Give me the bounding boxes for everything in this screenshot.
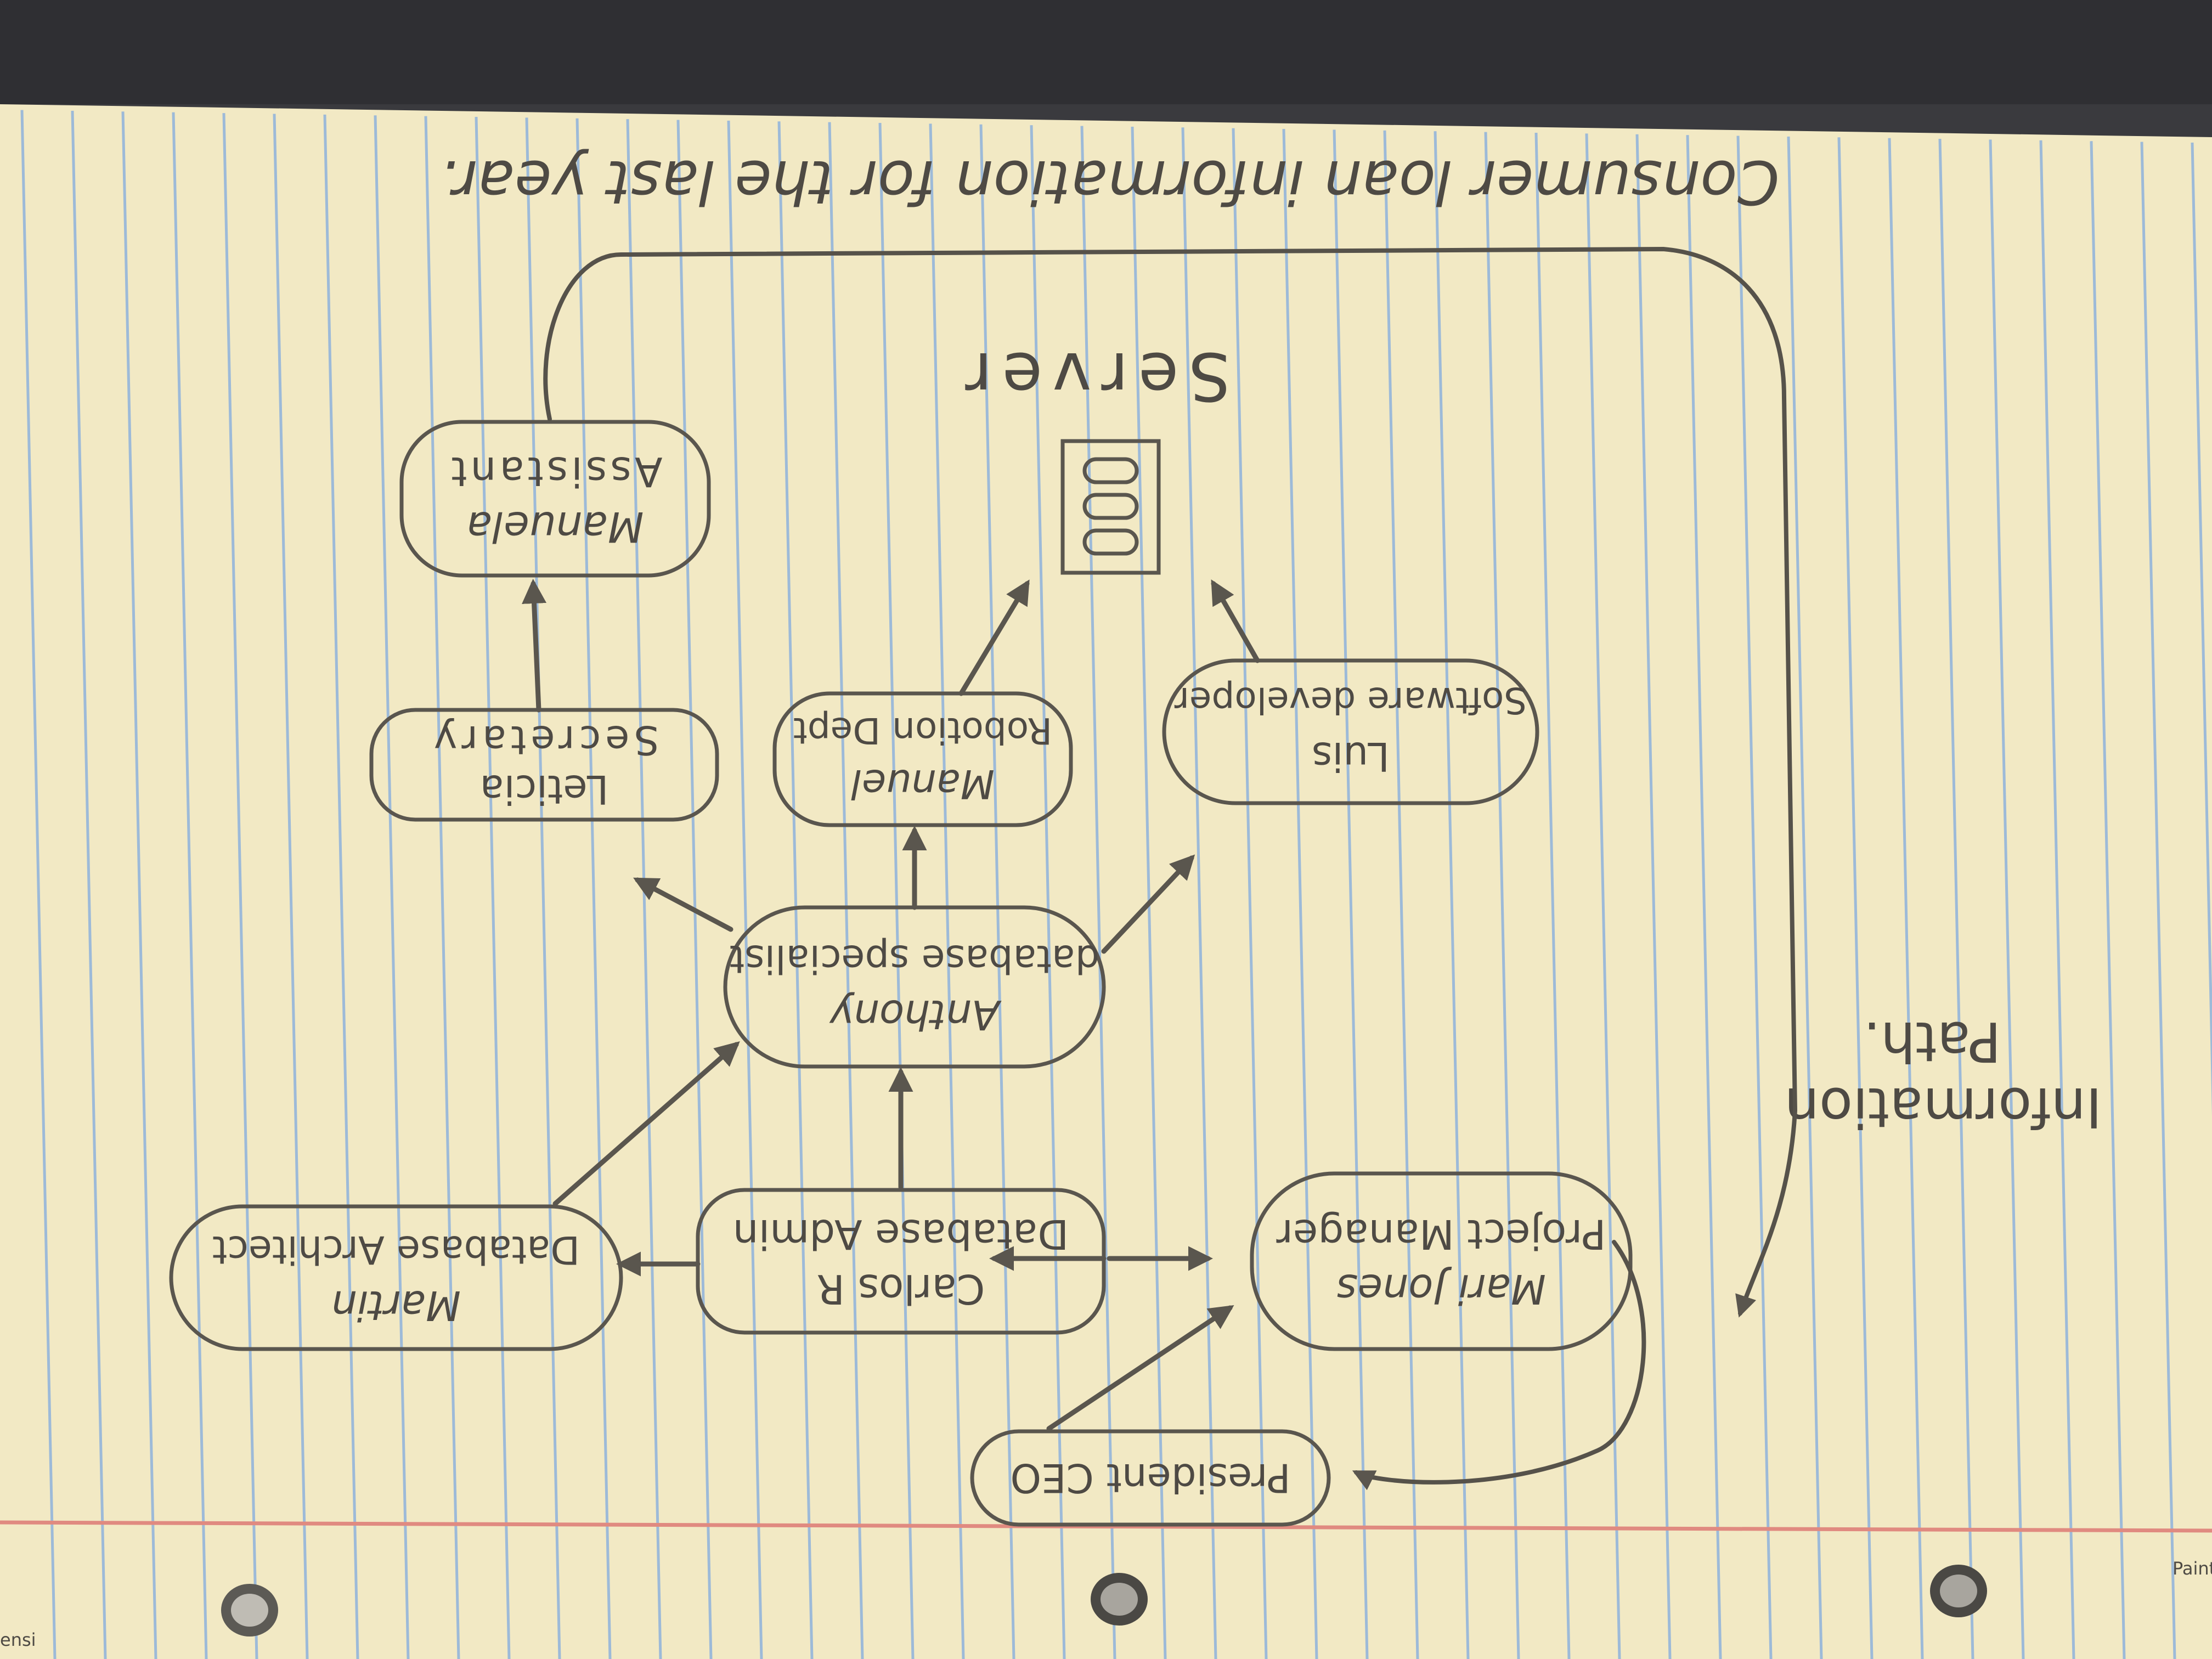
rule-line [475,116,511,1659]
node-spec-line2: database specialist [730,936,1099,981]
node-rob-line2: Robotion Dept [793,709,1052,752]
rule-line [1434,131,1470,1659]
rule-line [575,118,612,1659]
node-asst-line2: Assistant [448,448,662,495]
node-spec-line1: Anthony [829,991,1002,1038]
rule-line [1383,130,1419,1659]
rule-line [1282,129,1318,1659]
rule-line [1585,133,1621,1659]
paper-sheet [0,104,2212,1659]
node-arch-line1: Martin [331,1282,461,1329]
rule-line [121,111,157,1659]
rule-line [2039,140,2075,1659]
node-robotion-dept: Manuel Robotion Dept [772,691,1073,827]
rule-line [828,122,864,1659]
rule-line [777,121,814,1659]
node-database-specialist: Anthony database specialist [723,905,1106,1069]
node-software-developer: Luis Software developer [1162,658,1539,805]
rule-line [1989,139,2025,1659]
rule-line [1635,134,1672,1659]
node-pm-line2: Project Manager [1276,1210,1606,1257]
rule-line [878,123,915,1659]
rule-line [71,110,107,1659]
arrow-developer-to-server [1211,579,1260,663]
node-project-manager: Mari Jones Project Manager [1250,1171,1633,1351]
upside-down-sketch: Consumer loan information for the last y… [169,147,2102,1527]
server-label: Server [955,337,1231,414]
rule-line [1787,136,1823,1659]
rule-line [273,114,309,1659]
node-sec-line2: Secretary [430,717,659,763]
rule-line [929,123,965,1659]
rule-line [1181,127,1217,1659]
rule-line [172,112,208,1659]
rule-line [1686,135,1722,1659]
rule-line [20,110,57,1659]
side-note-line1: Information [1785,1075,2102,1139]
rule-line [1534,132,1571,1659]
rule-line [676,120,713,1659]
arrow-robotion-to-server [958,579,1030,696]
arrow-secretary-to-assistant [522,579,547,713]
rule-line [2140,142,2176,1659]
ruled-lines [20,110,2212,1659]
side-note-line2: Path. [1863,1009,2001,1074]
rule-line [1232,128,1268,1659]
arrow-specialist-to-developer [1101,854,1195,954]
edge-text-left: ensi [0,1629,36,1650]
rule-line [1484,132,1520,1659]
node-arch-line2: Database Architect [212,1227,580,1272]
node-asst-line1: Manuela [467,503,644,551]
edge-text-right: Paint [2172,1558,2212,1579]
sketch-title: Consumer loan information for the last y… [439,147,1780,217]
rule-line [222,113,258,1659]
arrow-specialist-to-secretary [633,877,733,932]
rule-line [1131,126,1167,1659]
rule-line [727,120,763,1659]
information-path-loop [543,247,1797,1318]
rule-line [979,124,1015,1659]
node-ceo: President CEO [970,1429,1331,1527]
rule-line [525,117,561,1659]
node-dev-line1: Luis [1312,733,1390,780]
arrow-ceo-to-pm [1046,1305,1234,1431]
rule-line [1030,125,1066,1659]
rule-line [374,115,410,1659]
node-rob-line1: Manuel [851,761,995,807]
node-pm-line1: Mari Jones [1336,1265,1546,1312]
arrow-architect-to-specialist [552,1041,740,1206]
node-dba-line2: Database Admin [733,1210,1069,1257]
node-ceo-line1: President CEO [1010,1455,1290,1501]
rule-line [2191,142,2212,1116]
rule-line [1938,138,1974,1659]
rule-line [424,116,460,1659]
rule-line [1837,137,1874,1659]
rule-line [323,114,359,1659]
node-assistant: Manuela Assistant [399,420,711,578]
server-icon [1060,439,1161,575]
node-dev-line2: Software developer [1174,679,1527,721]
ceo-return-path [1352,1240,1646,1491]
rule-line [1888,138,1924,1659]
node-secretary: Leticia Secretary [369,708,719,822]
node-database-architect: Martin Database Architect [169,1204,623,1351]
rule-line [2090,141,2126,1659]
rule-line [1080,126,1116,1659]
rule-line [1333,129,1369,1659]
node-sec-line1: Leticia [479,766,608,812]
node-dba-line1: Carlos R [817,1265,985,1312]
binder-holes [221,1565,1987,1637]
rule-line [1736,136,1773,1659]
diagram-arrows [522,579,1260,1431]
